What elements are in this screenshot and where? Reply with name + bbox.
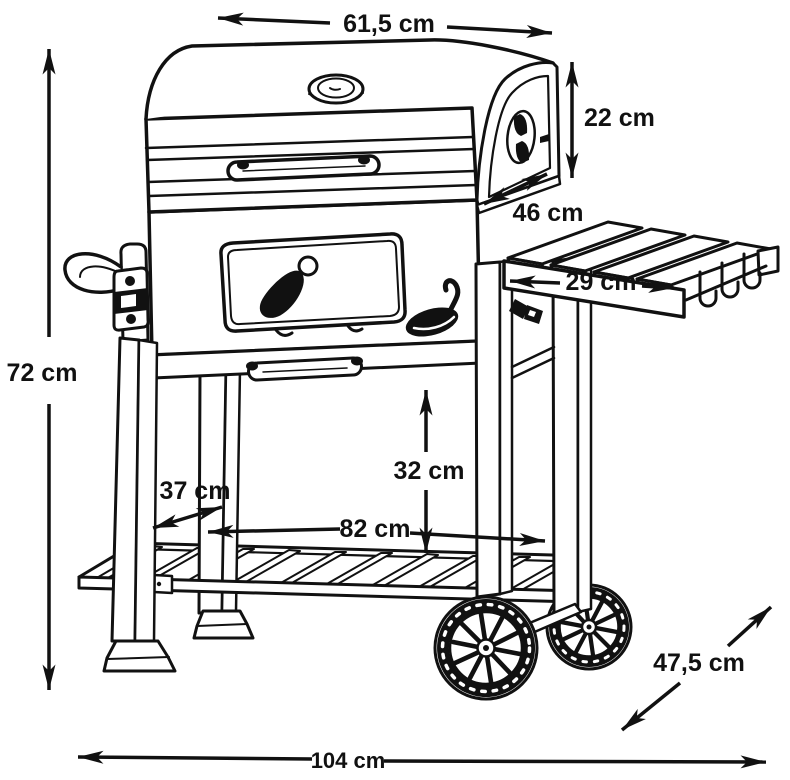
dim-total-depth-label: 47,5 cm [653, 649, 745, 677]
grill-drawing [63, 38, 780, 701]
front-left-leg [102, 336, 177, 673]
side-table [502, 220, 780, 324]
front-wheel [433, 595, 539, 701]
dim-lid-depth: 46 cm [483, 172, 584, 227]
side-handle-assembly [63, 242, 150, 344]
dim-inner-width-label: 82 cm [340, 515, 411, 543]
rear-support-column [551, 254, 593, 617]
bottle-opener-tool [259, 255, 319, 318]
back-left-leg [192, 367, 255, 640]
front-lower-handle [246, 356, 363, 382]
lid-vent [506, 109, 549, 165]
dim-inner-width: 82 cm [207, 515, 546, 546]
shovel-tool [405, 278, 461, 337]
dim-base-depth: 37 cm [152, 477, 231, 530]
dim-side-table-depth-label: 29 cm [566, 268, 637, 296]
dim-lid-width: 61,5 cm [217, 10, 553, 39]
dim-total-width-label: 104 cm [311, 748, 386, 773]
cross-brace [510, 345, 556, 380]
dim-lid-depth-label: 46 cm [513, 199, 584, 227]
dim-lid-height: 22 cm [565, 62, 655, 178]
grill-lid [144, 38, 562, 215]
tool-hooks [698, 252, 762, 308]
dim-base-depth-label: 37 cm [160, 477, 231, 505]
front-support-column [474, 258, 514, 599]
dim-total-width: 104 cm [77, 748, 767, 773]
dim-total-depth: 47,5 cm [620, 605, 773, 732]
firebox-body [147, 198, 483, 382]
lid-handle [226, 154, 381, 182]
dim-side-table-depth: 29 cm [509, 268, 675, 296]
dimension-annotations: 61,5 cm 22 cm 46 cm 29 cm 72 cm 37 cm [7, 10, 773, 773]
dim-total-height-label: 72 cm [7, 359, 78, 387]
dim-lid-height-label: 22 cm [584, 104, 655, 132]
dim-shelf-clearance-label: 32 cm [394, 457, 465, 485]
dim-total-height: 72 cm [7, 49, 78, 690]
bottom-shelf-back [77, 541, 590, 592]
dim-lid-width-label: 61,5 cm [343, 10, 435, 38]
table-bottle-opener [509, 299, 543, 324]
lid-thermometer [307, 73, 365, 105]
dim-shelf-clearance: 32 cm [394, 390, 465, 553]
